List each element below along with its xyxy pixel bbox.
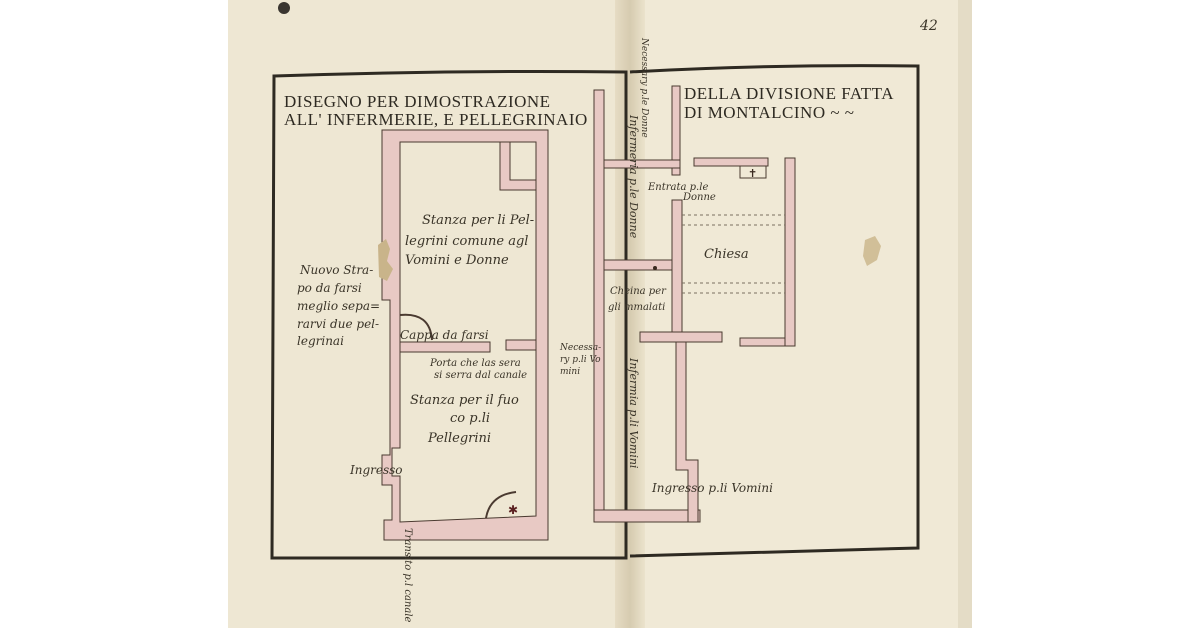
label-chiesa: Chiesa xyxy=(704,247,749,262)
right-page xyxy=(630,0,972,628)
cross-mark: ✝ xyxy=(748,168,757,180)
label-ingresso-uomini: Ingresso p.li Vomini xyxy=(651,481,773,495)
label-transito: Transito p.l canale xyxy=(402,528,413,623)
label-necessario-uomini-1: Necessa- xyxy=(559,343,601,353)
title-right-line1: DELLA DIVISIONE FATTA xyxy=(684,84,894,103)
label-stanza-pellegrini-3: Vomini e Donne xyxy=(405,253,509,268)
paper-damage xyxy=(378,239,393,281)
right-frame xyxy=(629,64,920,558)
hood-arc xyxy=(399,313,433,341)
label-necessario-donne: Necessary p.le Donne xyxy=(639,37,649,138)
label-infermeria-uomini: Infermia p.li Vomini xyxy=(627,357,640,468)
title-left-line1: DISEGNO PER DIMOSTRAZIONE xyxy=(284,92,551,111)
label-porta-1: Porta che las sera xyxy=(429,358,521,369)
label-necessario-uomini-2: ry p.li Vo xyxy=(560,355,601,365)
label-nuovo-strappo-3: meglio sepa= xyxy=(297,299,380,313)
label-stanza-fuoco-1: Stanza per il fuo xyxy=(410,393,519,408)
gutter xyxy=(615,0,645,628)
label-stanza-pellegrini-2: legrini comune agl xyxy=(405,234,528,249)
star-mark: ✱ xyxy=(508,503,518,517)
left-frame xyxy=(270,70,628,560)
page-number: 42 xyxy=(919,18,938,34)
label-entrata-donne-2: Donne xyxy=(682,192,716,203)
label-cucina-2: gli mmalati xyxy=(608,302,665,313)
label-cappa: Cappa da farsi xyxy=(400,328,489,342)
label-infermeria-donne: Infermeria p.le Donne xyxy=(627,114,640,239)
label-nuovo-strappo-5: legrinai xyxy=(297,334,344,348)
church-dotted-lines xyxy=(682,214,785,294)
pellegrinaio-walls xyxy=(381,129,549,541)
label-porta-2: si serra dal canale xyxy=(434,370,527,381)
title-left-line2: ALL' INFERMERIE, E PELLEGRINAIO xyxy=(284,110,588,129)
label-nuovo-strappo-1: Nuovo Stra- xyxy=(299,263,373,277)
label-stanza-pellegrini-1: Stanza per li Pel- xyxy=(422,213,534,228)
label-stanza-fuoco-3: Pellegrini xyxy=(427,431,491,446)
corner-arc xyxy=(485,491,517,519)
label-nuovo-strappo-2: po da farsi xyxy=(297,281,362,295)
label-cucina-1: Cheina per xyxy=(610,286,667,297)
label-stanza-fuoco-2: co p.li xyxy=(450,411,490,426)
label-necessario-uomini-3: mini xyxy=(560,367,580,377)
label-entrata-donne-1: Entrata p.le xyxy=(647,182,708,193)
label-ingresso: Ingresso xyxy=(349,463,403,477)
title-right-line2: DI MONTALCINO ~ ~ xyxy=(684,103,855,122)
label-nuovo-strappo-4: rarvi due pel- xyxy=(297,317,379,331)
ink-blot xyxy=(278,2,290,14)
infermeria-walls xyxy=(593,85,796,523)
